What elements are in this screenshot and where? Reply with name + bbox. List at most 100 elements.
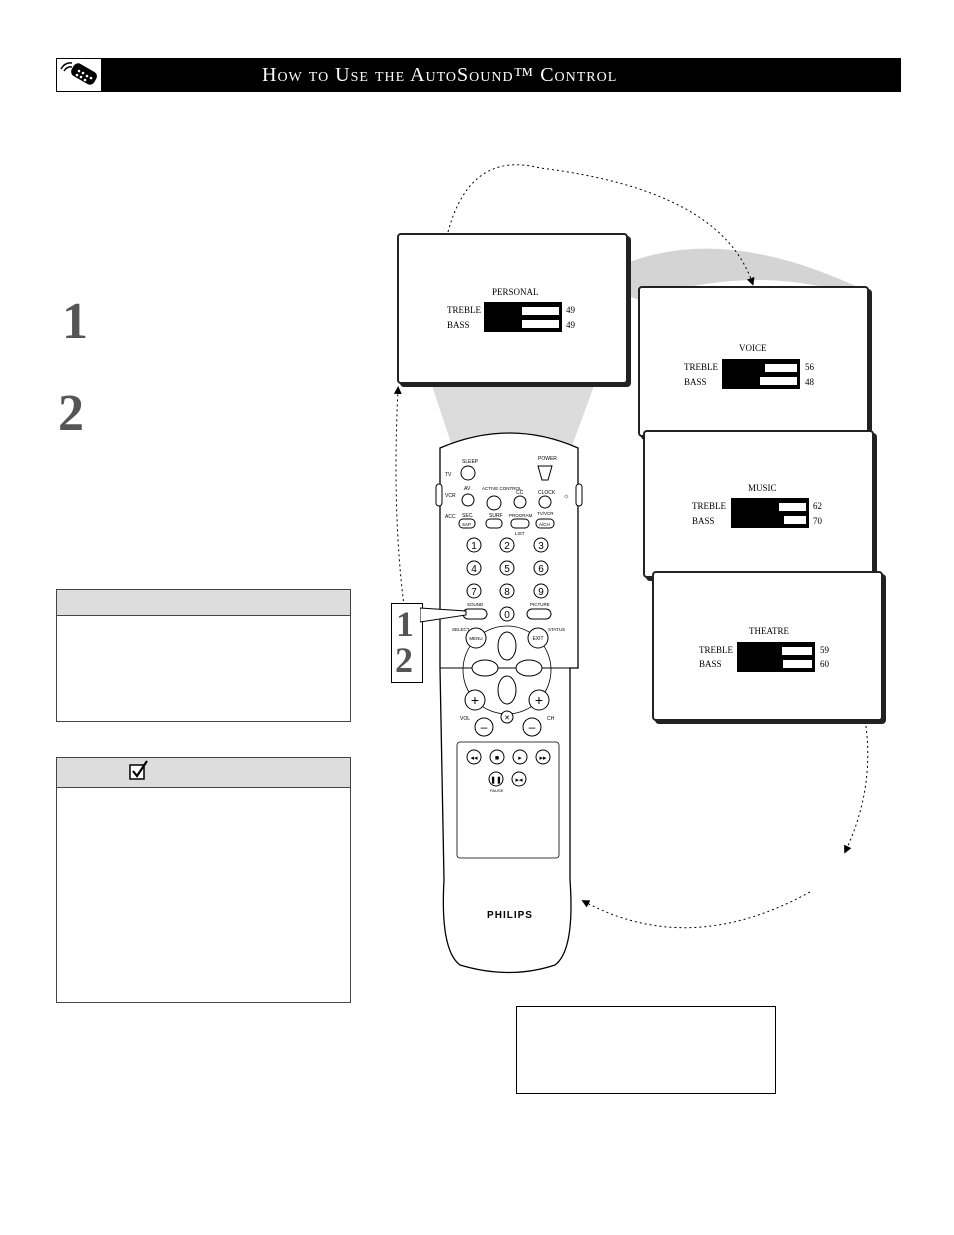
bass-label: BASS — [699, 659, 722, 669]
treble-bar — [740, 647, 812, 655]
picture-button[interactable] — [526, 608, 552, 620]
minus-icon: – — [529, 720, 536, 734]
rewind-button[interactable] — [466, 749, 482, 765]
record-icon: ▸◂ — [515, 777, 523, 784]
digit-0-button[interactable] — [499, 606, 515, 622]
mute-button[interactable] — [500, 710, 514, 724]
active-control-label: ACTIVE CONTROL — [482, 486, 522, 491]
cc-label: CC — [516, 490, 524, 496]
avch-button[interactable] — [535, 518, 555, 529]
bass-bar — [734, 516, 806, 524]
step-number-2: 2 — [58, 385, 84, 442]
digit-5-label: 5 — [504, 564, 510, 575]
digit-4-label: 4 — [471, 564, 477, 575]
digit-3-button[interactable] — [533, 537, 549, 553]
screen-theatre: THEATRE TREBLE BASS 59 60 — [652, 571, 883, 721]
play-button[interactable] — [512, 749, 528, 765]
digit-4-button[interactable] — [466, 560, 482, 576]
digit-5-button[interactable] — [499, 560, 515, 576]
av-button[interactable] — [461, 493, 475, 507]
info-box — [56, 589, 351, 722]
pause-icon: ❚❚ — [490, 776, 502, 784]
volume-down-button[interactable] — [474, 717, 494, 737]
sleep-button[interactable] — [460, 465, 476, 481]
volume-up-button[interactable] — [464, 689, 486, 711]
mode-name: VOICE — [739, 343, 767, 353]
digit-6-button[interactable] — [533, 560, 549, 576]
cc-button[interactable] — [513, 495, 527, 509]
program-list-button[interactable] — [510, 518, 530, 529]
digit-2-label: 2 — [504, 541, 510, 552]
power-button[interactable] — [537, 465, 553, 481]
treble-value: 49 — [566, 305, 575, 315]
pause-label: PAUSE — [490, 788, 504, 793]
ch-label: CH — [547, 716, 555, 722]
treble-value: 59 — [820, 645, 829, 655]
bass-bar — [487, 320, 559, 328]
stop-button[interactable] — [489, 749, 505, 765]
mode-name: PERSONAL — [492, 287, 539, 297]
treble-bar — [734, 503, 806, 511]
down-arrow-button[interactable] — [497, 675, 517, 705]
list-label: LIST — [515, 531, 525, 536]
bass-bar — [740, 660, 812, 668]
checkbox-check-icon — [129, 760, 149, 787]
digit-9-button[interactable] — [533, 583, 549, 599]
light-icon: ☼ — [563, 493, 569, 500]
treble-label: TREBLE — [699, 645, 733, 655]
smart-help-box — [56, 757, 351, 1003]
status-label: STATUS — [548, 627, 565, 632]
pause-button[interactable] — [488, 771, 504, 787]
sap-button[interactable] — [458, 518, 476, 529]
page-title: How to Use the AutoSound™ Control — [262, 64, 618, 86]
bass-label: BASS — [447, 320, 470, 330]
mode-label-tv: TV — [445, 472, 452, 478]
callout-pointer — [420, 607, 467, 623]
digit-8-button[interactable] — [499, 583, 515, 599]
rewind-icon: ◂◂ — [470, 755, 478, 762]
remote-control-icon — [57, 59, 101, 91]
digit-6-label: 6 — [538, 564, 544, 575]
brand-logo: PHILIPS — [487, 910, 533, 921]
mode-label-acc: ACC — [445, 514, 456, 520]
sec-label: SEC. — [462, 513, 474, 519]
surf-button[interactable] — [485, 518, 503, 529]
clock-button[interactable] — [538, 495, 552, 509]
av-label: AV — [464, 486, 471, 492]
digit-2-button[interactable] — [499, 537, 515, 553]
treble-value: 62 — [813, 501, 822, 511]
digit-1-button[interactable] — [466, 537, 482, 553]
bass-bar — [725, 377, 797, 385]
step-number-1: 1 — [62, 293, 88, 350]
menu-label: MENU — [469, 636, 482, 641]
treble-label: TREBLE — [684, 362, 718, 372]
record-button[interactable] — [511, 771, 527, 787]
minus-icon: – — [481, 720, 488, 734]
callout-step-1: 1 — [396, 604, 414, 644]
right-arrow-button[interactable] — [515, 659, 543, 677]
plus-icon: + — [535, 692, 543, 708]
menu-button[interactable] — [465, 627, 487, 649]
screen-personal: PERSONAL TREBLE BASS 49 49 — [397, 233, 628, 384]
clock-label: CLOCK — [538, 490, 556, 496]
bass-value: 49 — [566, 320, 575, 330]
bass-value: 48 — [805, 377, 814, 387]
up-arrow-button[interactable] — [497, 631, 517, 661]
left-arrow-button[interactable] — [471, 659, 499, 677]
fast-forward-button[interactable] — [535, 749, 551, 765]
step-callout: 1 2 — [391, 603, 423, 683]
digit-3-label: 3 — [538, 541, 544, 552]
select-label: SELECT — [452, 627, 470, 632]
exit-button[interactable] — [527, 627, 549, 649]
channel-down-button[interactable] — [522, 717, 542, 737]
treble-label: TREBLE — [447, 305, 481, 315]
mode-name: THEATRE — [749, 626, 789, 636]
mode-name: MUSIC — [748, 483, 777, 493]
mode-label-vcr: VCR — [445, 493, 456, 499]
digit-7-button[interactable] — [466, 583, 482, 599]
fast-forward-icon: ▸▸ — [539, 755, 547, 762]
channel-up-button[interactable] — [528, 689, 550, 711]
power-label: POWER — [538, 456, 557, 462]
active-control-button[interactable] — [486, 495, 502, 511]
mute-icon: ✕ — [504, 715, 510, 722]
